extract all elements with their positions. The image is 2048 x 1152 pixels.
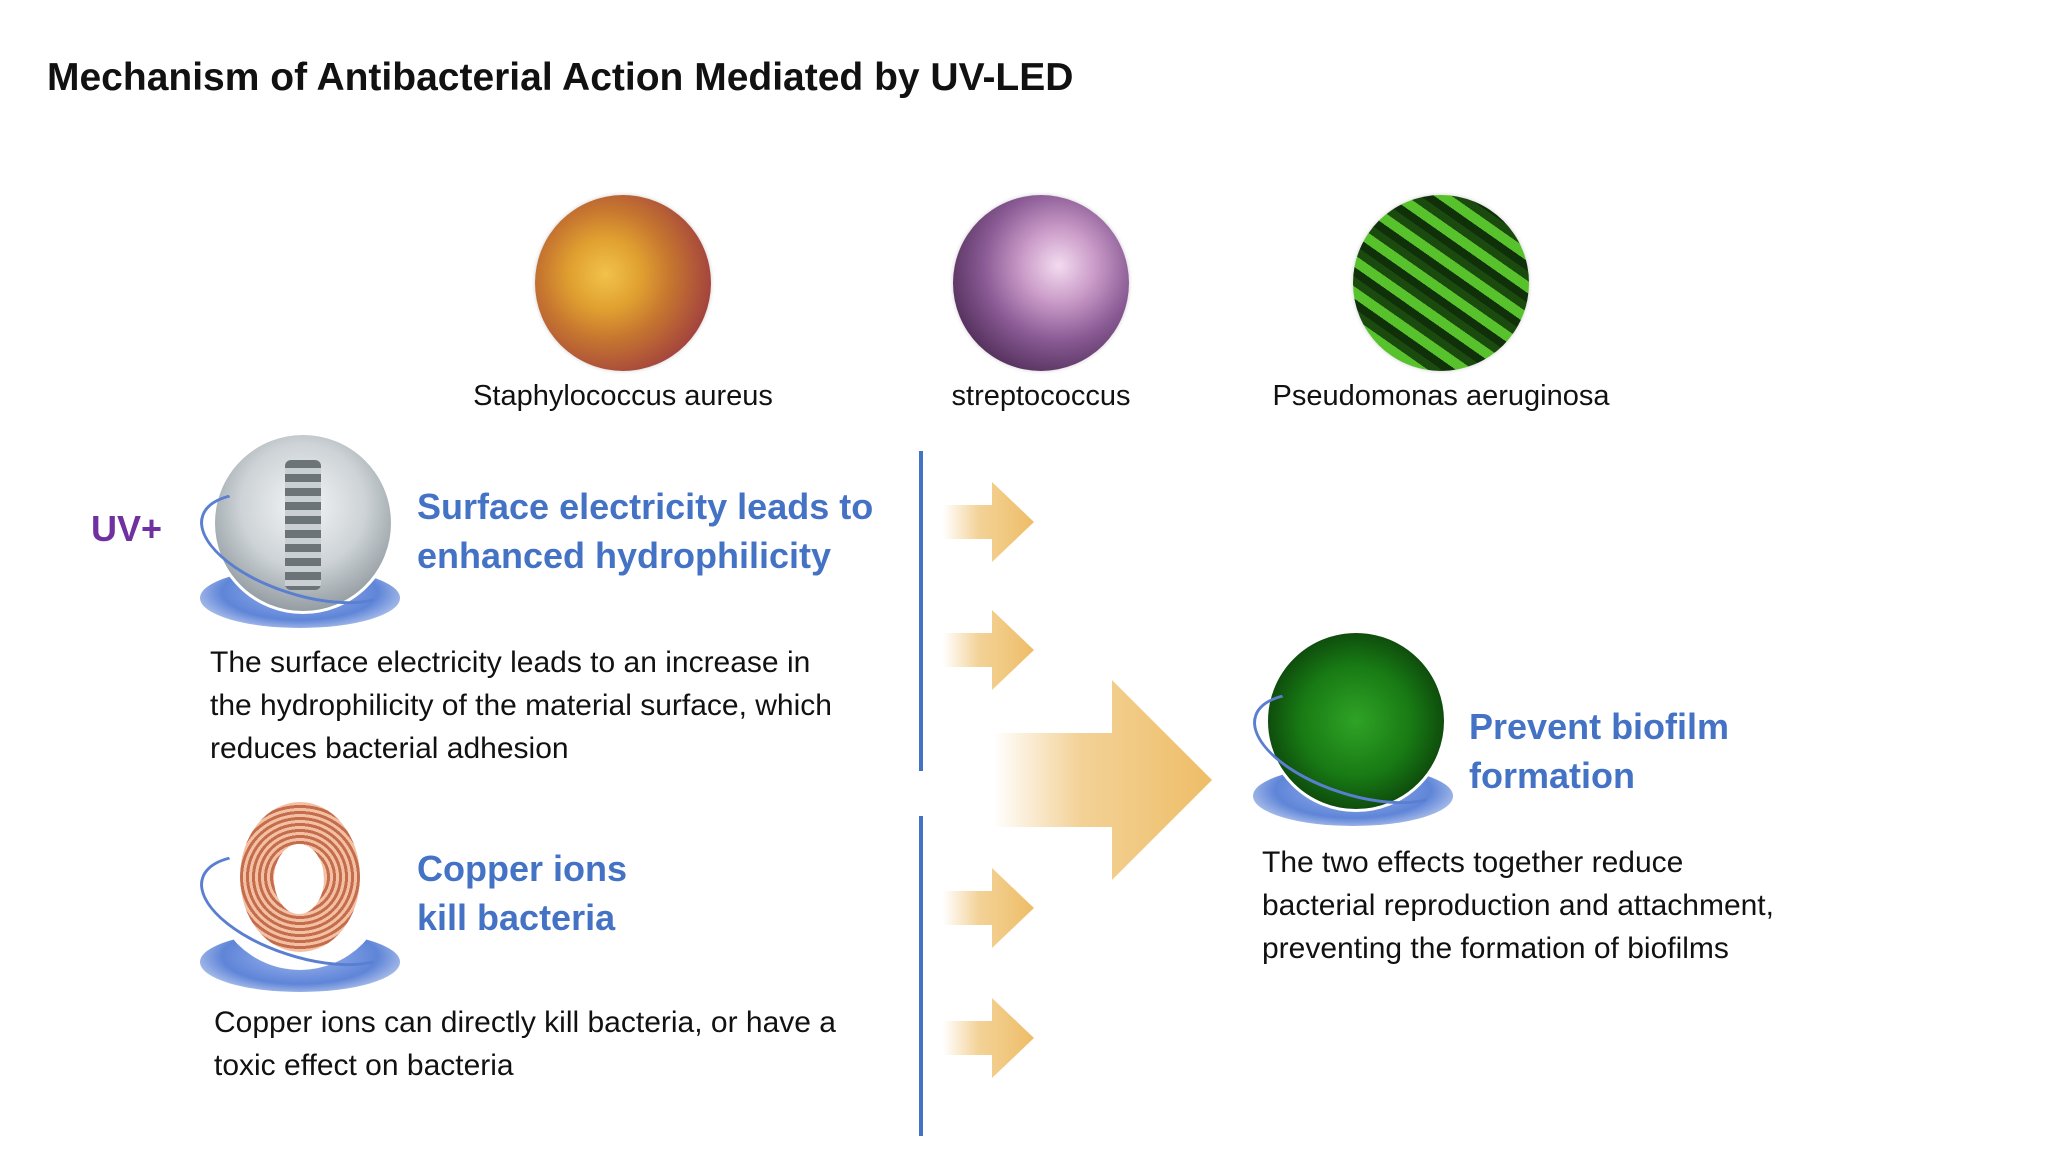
arrow-icon (943, 868, 1034, 948)
effect-heading: Surface electricity leads to enhanced hy… (417, 482, 873, 580)
description-line: toxic effect on bacteria (214, 1049, 514, 1082)
arrow-icon (943, 482, 1034, 562)
description-line: the hydrophilicity of the material surfa… (210, 689, 832, 722)
implant-image (212, 432, 394, 614)
page-title: Mechanism of Antibacterial Action Mediat… (47, 56, 1074, 99)
streptococcus-image (953, 195, 1129, 371)
copper-coil-image (212, 794, 388, 970)
description-line: The surface electricity leads to an incr… (210, 646, 811, 679)
bacteria-label: streptococcus (951, 380, 1131, 412)
uv-label: UV+ (91, 508, 163, 549)
bacteria-label: Staphylococcus aureus (473, 380, 773, 412)
effect-description: Copper ions can directly kill bacteria, … (214, 1001, 836, 1087)
arrow-icon (943, 610, 1034, 690)
description-line: The two effects together reduce (1262, 846, 1684, 879)
big-arrow-icon (993, 680, 1212, 880)
result-description: The two effects together reduce bacteria… (1262, 841, 1774, 970)
effect-description: The surface electricity leads to an incr… (210, 641, 832, 770)
result-heading: Prevent biofilm formation (1469, 702, 1729, 800)
divider-line (919, 816, 923, 1136)
effect-heading-line: enhanced hydrophilicity (417, 535, 832, 576)
effect-heading-line: Copper ions (417, 848, 628, 889)
description-line: preventing the formation of biofilms (1262, 932, 1729, 965)
bacteria-label: Pseudomonas aeruginosa (1272, 380, 1610, 412)
effect-heading-line: kill bacteria (417, 897, 616, 938)
staphylococcus-image (535, 195, 711, 371)
description-line: Copper ions can directly kill bacteria, … (214, 1006, 836, 1039)
pseudomonas-image (1353, 195, 1529, 371)
description-line: bacterial reproduction and attachment, (1262, 889, 1774, 922)
effect-heading-line: Surface electricity leads to (417, 486, 874, 527)
description-line: reduces bacterial adhesion (210, 732, 569, 765)
effect-heading: Copper ions kill bacteria (417, 844, 627, 942)
result-heading-line: Prevent biofilm (1469, 706, 1730, 747)
arrow-icon (943, 998, 1034, 1078)
biofilm-image (1265, 630, 1447, 812)
divider-line (919, 451, 923, 771)
result-heading-line: formation (1469, 755, 1635, 796)
